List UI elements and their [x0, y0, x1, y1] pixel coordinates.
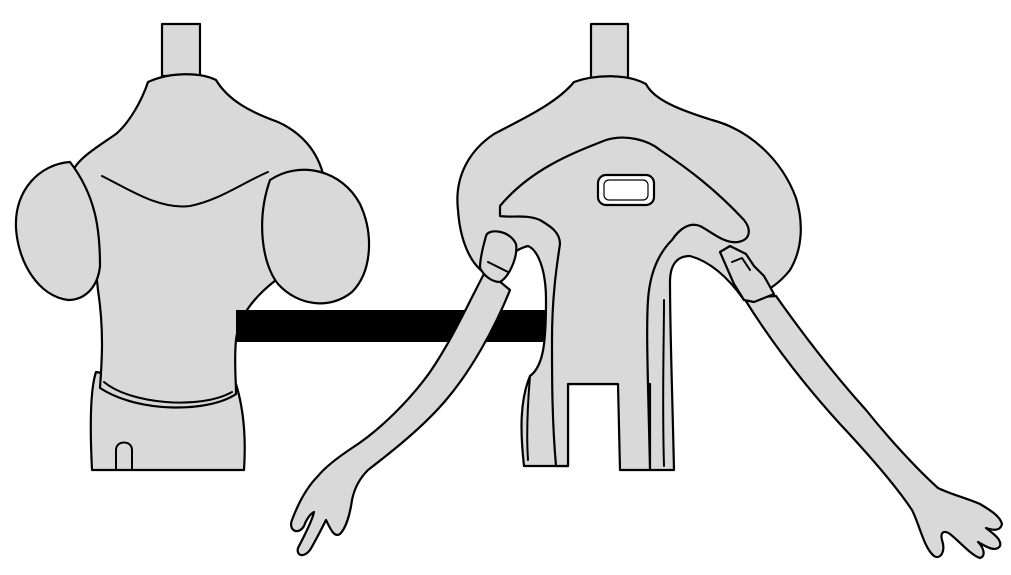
left-torso — [16, 24, 369, 470]
left-neck-post — [162, 24, 200, 76]
right-neck-post — [591, 24, 628, 78]
left-shoulder-left — [262, 170, 369, 304]
right-lower-inner-right — [663, 300, 664, 466]
right-figure-arm-right — [744, 296, 1002, 558]
left-shoulder-connector — [480, 231, 516, 282]
right-torso — [291, 24, 1002, 558]
